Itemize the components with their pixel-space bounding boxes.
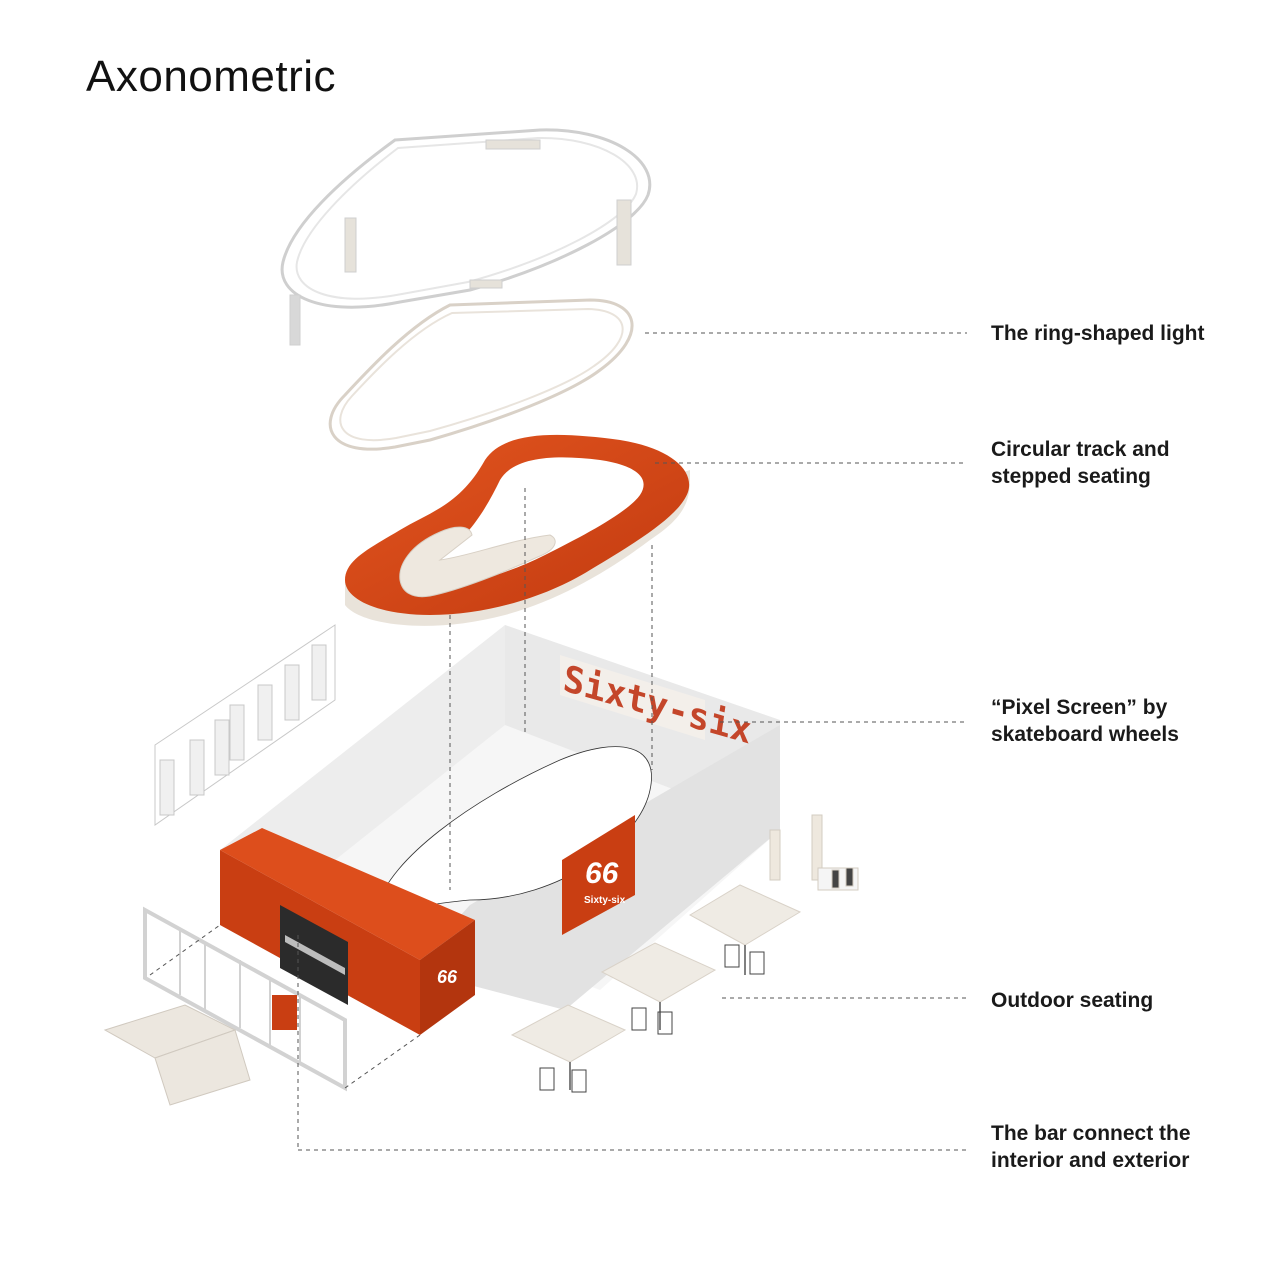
guide-lines (149, 488, 653, 1150)
label-line: skateboard wheels (991, 723, 1179, 746)
label-line: “Pixel Screen” by (991, 696, 1168, 719)
retail-shelf (769, 814, 859, 891)
roof-frame (280, 128, 652, 309)
label-track: Circular track and stepped seating (991, 436, 1261, 490)
logo-text: Sixty-six (584, 895, 626, 906)
label-ring-light: The ring-shaped light (991, 320, 1261, 347)
label-bar: The bar connect the interior and exterio… (991, 1120, 1261, 1174)
label-line: The ring-shaped light (991, 322, 1205, 345)
bar-counter (103, 1004, 251, 1106)
logo-numeral: 66 (585, 857, 619, 890)
ring-light (328, 298, 634, 451)
label-outdoor-seating: Outdoor seating (991, 987, 1261, 1014)
outdoor-seating (510, 884, 802, 1093)
logo-sign: 66 Sixty-six (562, 815, 635, 935)
label-line: The bar connect the (991, 1122, 1191, 1145)
circular-track (345, 434, 690, 626)
umbrella (600, 942, 717, 1003)
label-line: stepped seating (991, 465, 1151, 488)
label-line: interior and exterior (991, 1149, 1190, 1172)
wall-display-racks (154, 624, 336, 826)
leader-lines (298, 332, 967, 1151)
roof-hangers (289, 139, 632, 346)
portal-logo-numeral: 66 (437, 967, 458, 987)
label-line: Outdoor seating (991, 989, 1154, 1012)
umbrella (510, 1004, 627, 1063)
label-line: Circular track and (991, 438, 1170, 461)
umbrella (688, 884, 802, 946)
entrance-portal: 66 (220, 828, 475, 1035)
page-title: Axonometric (86, 52, 337, 101)
label-pixel-screen: “Pixel Screen” by skateboard wheels (991, 694, 1261, 748)
